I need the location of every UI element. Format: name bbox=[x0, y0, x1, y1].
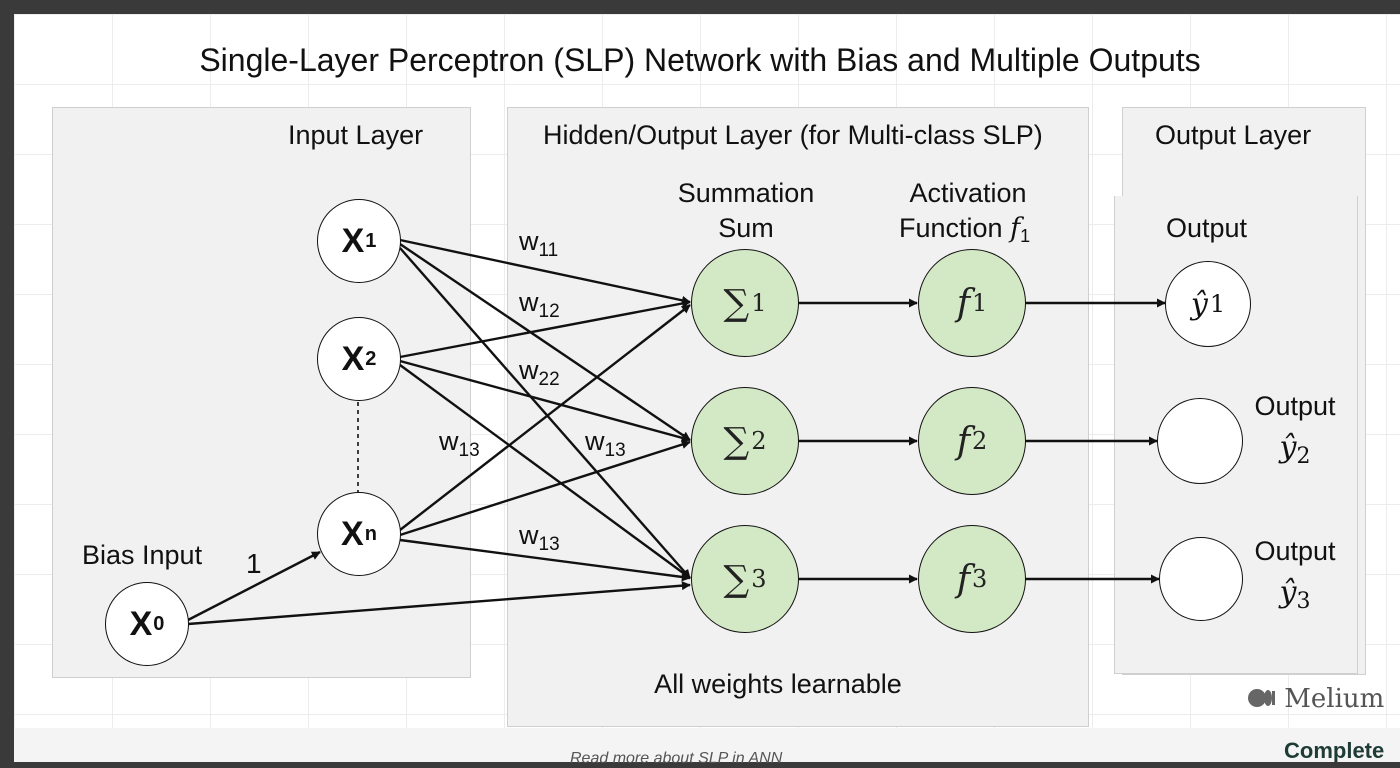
weight-label-w13-left: w13 bbox=[439, 426, 480, 461]
output-heading: Output bbox=[1166, 213, 1248, 243]
activation-node-2-symbol: f bbox=[956, 420, 971, 462]
output-node-2 bbox=[1157, 398, 1243, 484]
output-label-2: Output bbox=[1254, 391, 1336, 421]
below-strip bbox=[14, 728, 1400, 762]
output-symbol-2: ŷ2 bbox=[1280, 430, 1311, 469]
weight-label-w22: w22 bbox=[519, 355, 560, 390]
weights-learnable-note: All weights learnable bbox=[654, 669, 902, 699]
sum-node-2: ∑2 bbox=[691, 387, 799, 495]
output-symbol-3-sub: 3 bbox=[1296, 589, 1311, 614]
bias-input-label: Bias Input bbox=[82, 540, 203, 570]
edge-x2-sum3 bbox=[399, 364, 691, 579]
input-node-xn-sub: n bbox=[364, 522, 377, 545]
weight-label-w13-mid: w13 bbox=[585, 426, 626, 461]
output-symbol-3: ŷ3 bbox=[1280, 575, 1311, 614]
activation-node-3-sub: 3 bbox=[972, 565, 988, 593]
output-symbol-2-sub: 2 bbox=[1296, 444, 1311, 469]
sum-node-2-sub: 2 bbox=[751, 427, 767, 455]
hidden-layer-heading: Hidden/Output Layer (for Multi-class SLP… bbox=[543, 120, 1043, 150]
sum-node-2-symbol: ∑ bbox=[723, 420, 750, 462]
activation-heading-symbol: f bbox=[1010, 213, 1021, 244]
output-node-1-symbol: ŷ bbox=[1190, 286, 1208, 322]
output-node-1-sub: 1 bbox=[1209, 290, 1226, 318]
edge-x2-sum1 bbox=[399, 299, 691, 359]
output-layer-heading: Output Layer bbox=[1155, 120, 1312, 150]
bias-node-symbol: X bbox=[129, 604, 153, 643]
input-node-x2-sub: 2 bbox=[365, 347, 377, 370]
watermark-text: Melium bbox=[1284, 684, 1385, 714]
bias-node-sub: 0 bbox=[153, 612, 165, 635]
edge-xn-sum1 bbox=[399, 304, 691, 531]
edge-x1-sum2 bbox=[399, 243, 691, 441]
input-layer-heading: Input Layer bbox=[288, 120, 424, 150]
sum-node-1: ∑1 bbox=[691, 249, 799, 357]
weight-label-w12: w12 bbox=[519, 287, 560, 322]
diagram-title: Single-Layer Perceptron (SLP) Network wi… bbox=[199, 42, 1201, 78]
summation-heading-line2: Sum bbox=[718, 213, 774, 243]
complete-text: Complete bbox=[1284, 738, 1385, 763]
edge-x1-sum1 bbox=[399, 238, 691, 305]
activation-node-1-symbol: f bbox=[956, 282, 971, 324]
bias-weight-label: 1 bbox=[246, 548, 262, 579]
input-node-x1-sub: 1 bbox=[365, 229, 377, 252]
edge-x0-xn bbox=[187, 550, 321, 622]
sum-node-3: ∑3 bbox=[691, 525, 799, 633]
sum-node-3-sub: 3 bbox=[751, 565, 767, 593]
sum-node-1-sub: 1 bbox=[751, 289, 767, 317]
output-symbol-2-char: ŷ bbox=[1279, 430, 1297, 465]
sum-node-3-symbol: ∑ bbox=[723, 558, 750, 600]
activation-node-3-symbol: f bbox=[956, 558, 971, 600]
edge-x2-sum2 bbox=[399, 359, 691, 443]
activation-node-2-sub: 2 bbox=[972, 427, 988, 455]
output-node-3 bbox=[1159, 537, 1243, 621]
input-node-x2-symbol: X bbox=[341, 339, 365, 378]
edge-xn-sum2 bbox=[399, 440, 691, 537]
weight-label-w13-low: w13 bbox=[519, 520, 560, 555]
activation-heading-text: Function bbox=[899, 213, 1003, 243]
watermark-logo-icon bbox=[1248, 689, 1276, 709]
output-label-3: Output bbox=[1254, 536, 1336, 566]
output-symbol-3-char: ŷ bbox=[1279, 575, 1297, 610]
weight-label-w11: w11 bbox=[519, 226, 559, 261]
activation-heading-line2: Function f1 bbox=[899, 213, 1030, 247]
summation-heading-line1: Summation bbox=[677, 178, 815, 208]
edge-xn-sum3 bbox=[399, 538, 691, 582]
watermark: Melium bbox=[1248, 684, 1384, 714]
sum-node-1-symbol: ∑ bbox=[723, 282, 750, 324]
edge-x0-sum3 bbox=[187, 581, 691, 626]
edge-x1-sum3 bbox=[399, 247, 691, 579]
activation-node-1-sub: 1 bbox=[972, 289, 988, 317]
activation-heading-sub: 1 bbox=[1020, 226, 1031, 246]
input-node-xn-symbol: X bbox=[341, 514, 364, 553]
activation-heading-line1: Activation bbox=[909, 178, 1027, 208]
input-node-x1-symbol: X bbox=[341, 221, 365, 260]
